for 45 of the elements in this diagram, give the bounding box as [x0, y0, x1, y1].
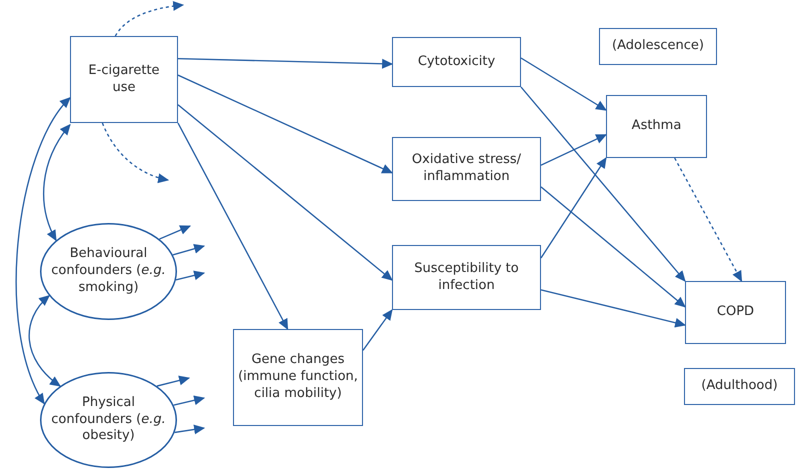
arrow	[520, 57, 607, 111]
arrow	[540, 134, 607, 166]
arrow	[159, 225, 191, 240]
node-label: Oxidative stress/ inflammation	[410, 152, 522, 186]
process-box	[70, 36, 178, 123]
arrow	[178, 58, 394, 69]
process-box	[392, 245, 541, 310]
arrow	[540, 186, 686, 308]
arrow	[674, 158, 742, 282]
arrow	[172, 244, 206, 256]
arrow	[43, 124, 71, 242]
arrow	[362, 309, 393, 351]
stage-box	[599, 28, 717, 65]
arrow	[520, 86, 686, 282]
arrow	[177, 122, 288, 330]
process-box	[392, 37, 521, 87]
confounder-ellipse	[40, 223, 177, 320]
arrow	[540, 157, 607, 258]
arrow	[540, 289, 686, 328]
arrow	[114, 1, 184, 36]
outcome-box	[606, 95, 707, 158]
process-box	[392, 137, 541, 201]
node-label: Susceptibility to infection	[413, 260, 520, 294]
node-label: Physical confounders (e.g. obesity)	[50, 394, 167, 446]
process-box	[233, 329, 363, 426]
arrow	[16, 96, 71, 405]
node-label: Behavioural confounders (e.g. smoking)	[50, 246, 167, 297]
node-label: Asthma	[630, 118, 682, 135]
arrow	[102, 122, 170, 183]
node-label: Cytotoxicity	[416, 54, 496, 70]
arrow	[174, 395, 206, 406]
arrow	[28, 295, 61, 387]
stage-box	[684, 368, 795, 405]
arrow	[178, 74, 393, 174]
confounder-ellipse	[40, 372, 177, 468]
arrow	[176, 270, 206, 281]
node-label: Gene changes (immune function, cilia mobility)	[237, 352, 359, 403]
node-label: E-cigarette use	[87, 62, 161, 96]
node-label: (Adolescence)	[611, 38, 705, 55]
node-label: (Adulthood)	[700, 378, 779, 395]
arrow	[156, 376, 190, 387]
arrow	[178, 104, 393, 281]
arrow	[174, 424, 206, 434]
outcome-box	[685, 281, 786, 344]
node-label: COPD	[716, 304, 756, 321]
